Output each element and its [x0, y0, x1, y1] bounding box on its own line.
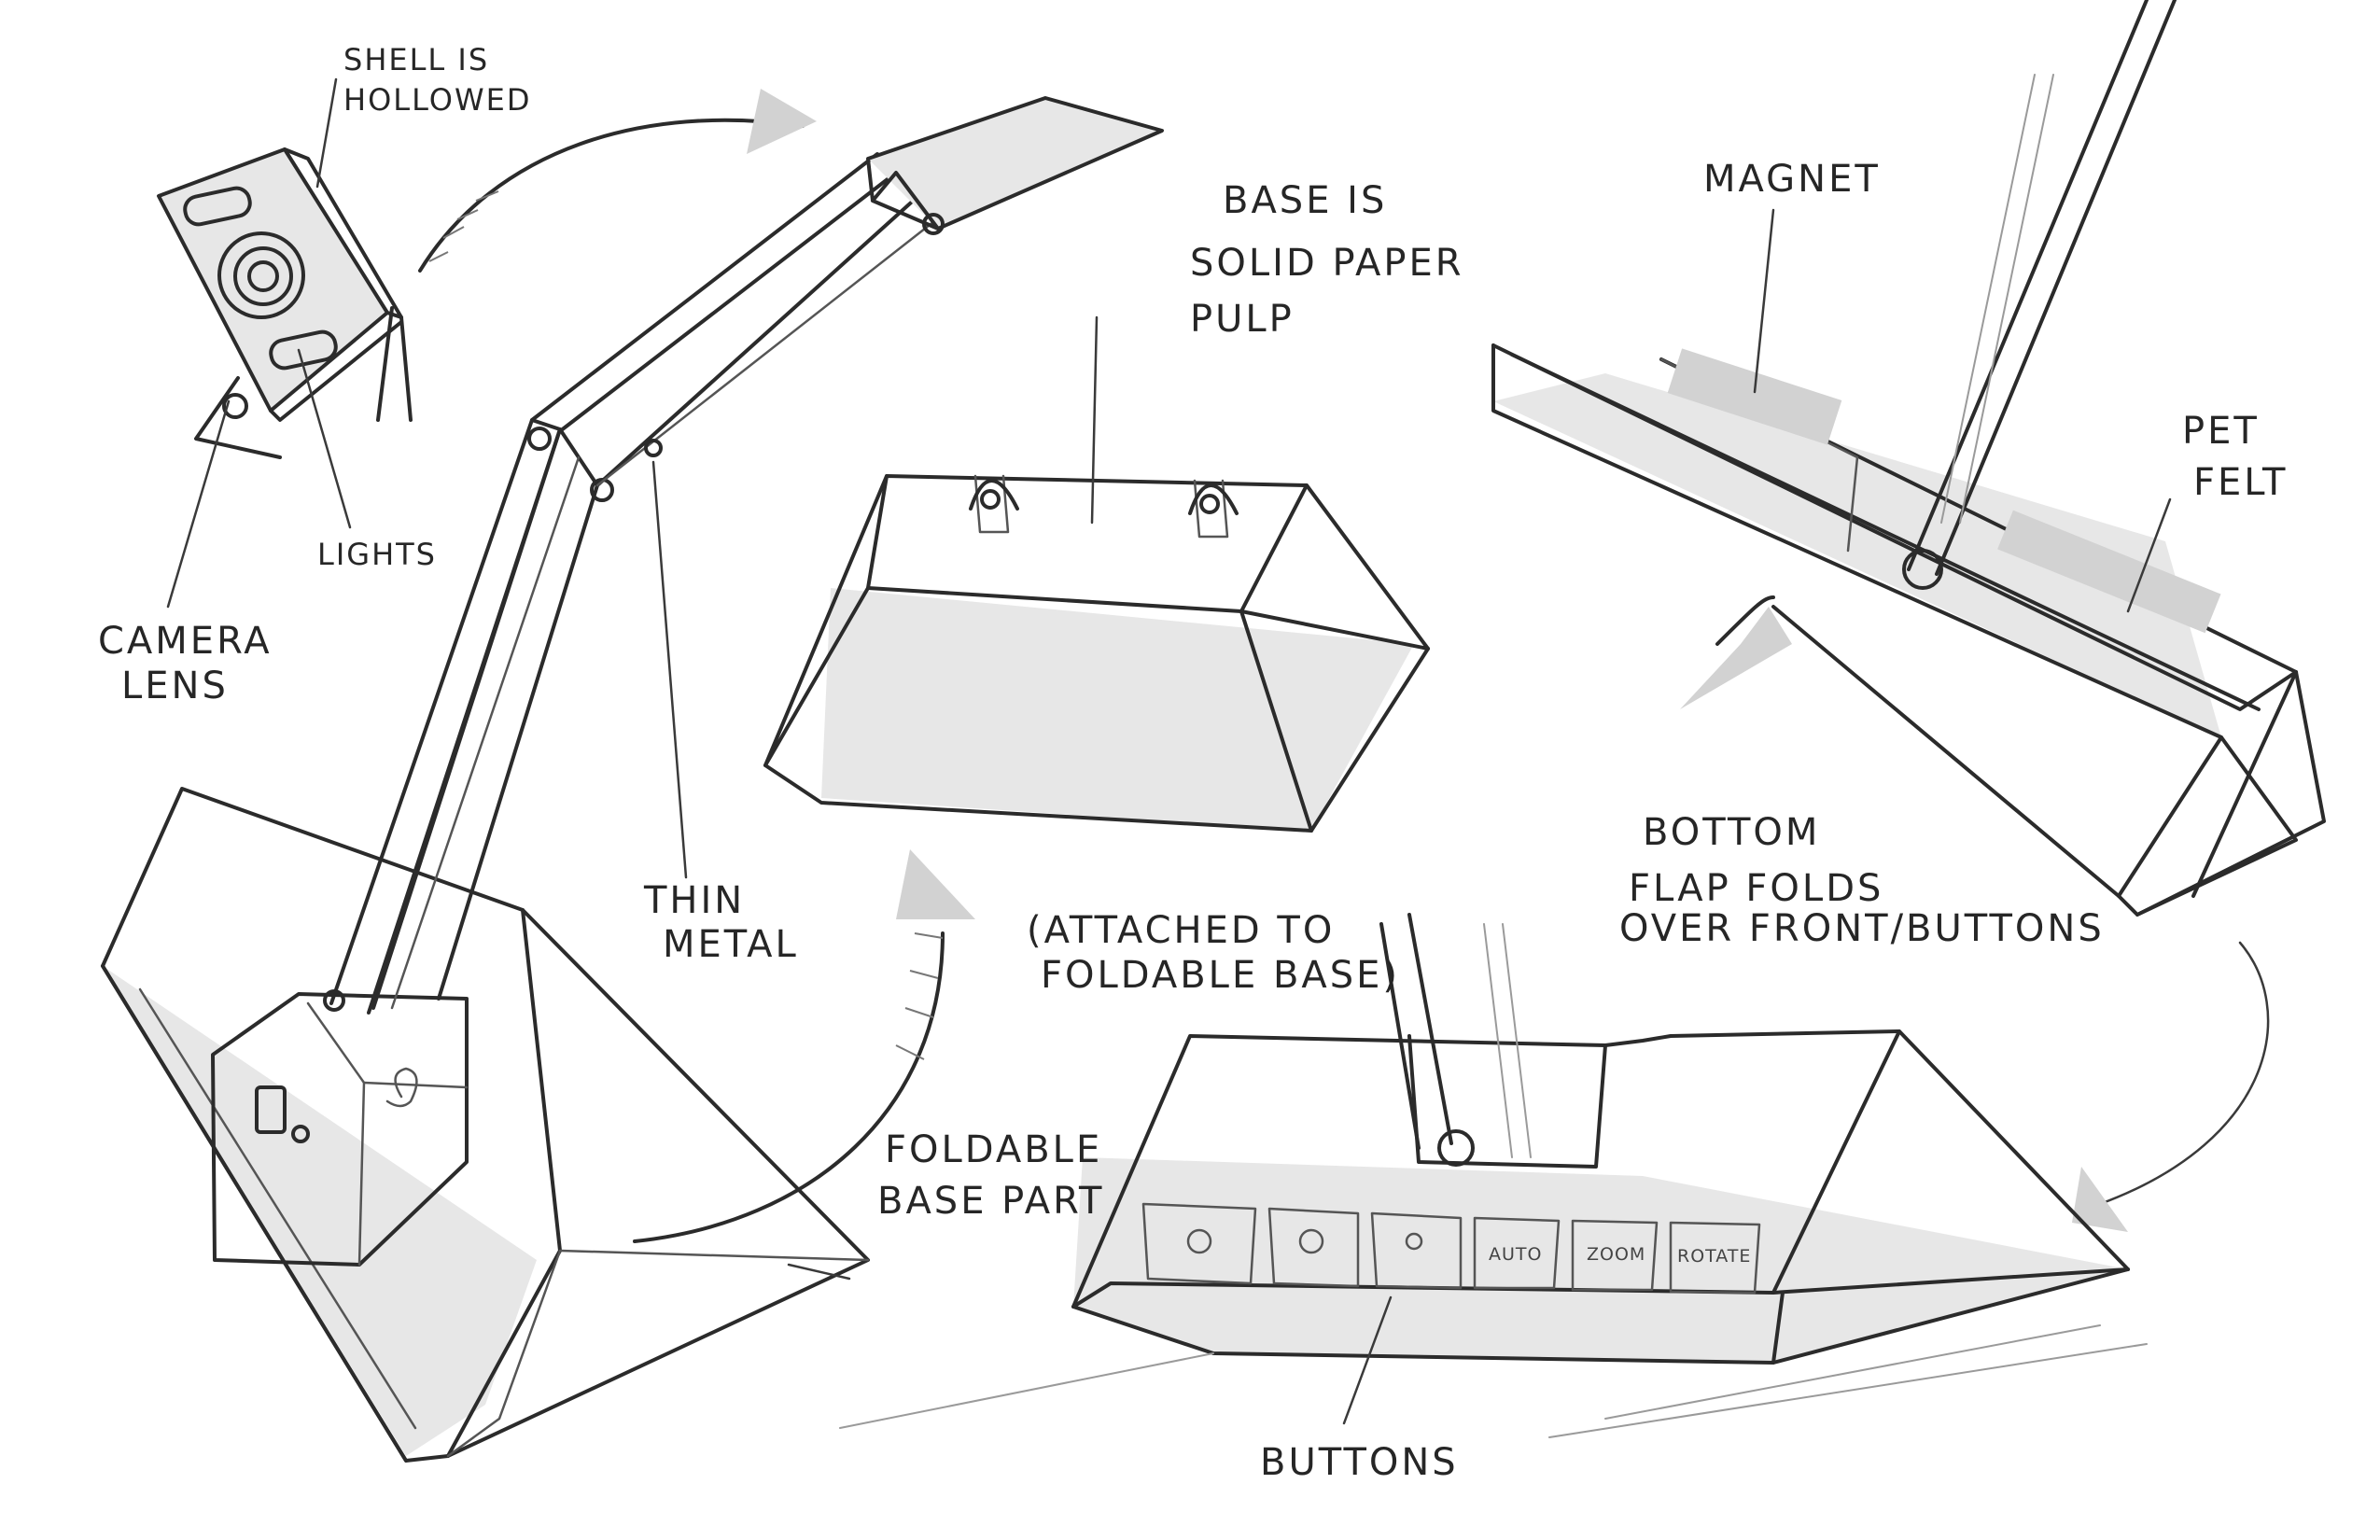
button-zoom[interactable]: [1571, 1219, 1659, 1292]
arrow-curve-bottom-right: [2098, 941, 2270, 1206]
arrowhead-top: [747, 89, 817, 154]
label-base-line2: SOLID PAPER: [1190, 242, 1464, 285]
label-shell-line1: SHELL IS: [343, 42, 489, 77]
label-base-line3: PULP: [1190, 298, 1295, 341]
button-label-rotate: ROTATE: [1677, 1246, 1751, 1267]
sun-icon: [1298, 1228, 1324, 1254]
tent-stand: [1491, 0, 2326, 917]
annotation-labels: SHELL IS HOLLOWED CAMERA LENS LIGHTS THI…: [98, 42, 2289, 1484]
label-attached-line2: FOLDABLE BASE): [1041, 954, 1400, 997]
button-label-auto: AUTO: [1489, 1244, 1542, 1265]
label-pet-felt-line1: PET: [2182, 410, 2260, 453]
arrowhead-right: [1680, 607, 1792, 709]
power-icon: [1186, 1228, 1212, 1254]
label-attached-line1: (ATTACHED TO: [1027, 909, 1335, 952]
arrowhead-center: [896, 849, 975, 919]
pulp-base: [763, 474, 1430, 833]
label-thin-metal-line1: THIN: [643, 879, 745, 922]
camera-head-detail: [157, 147, 413, 459]
label-base-line1: BASE IS: [1223, 179, 1387, 222]
label-shell-line2: HOLLOWED: [343, 82, 531, 118]
button-dim[interactable]: [1370, 1211, 1463, 1290]
arrow-curve-top: [418, 118, 805, 273]
label-lights: LIGHTS: [317, 537, 437, 572]
button-rotate[interactable]: [1669, 1221, 1761, 1295]
arrowhead-bottom-right: [2072, 1167, 2128, 1232]
label-thin-metal-line2: METAL: [663, 923, 799, 966]
label-foldable-line1: FOLDABLE: [885, 1128, 1102, 1171]
button-bright[interactable]: [1267, 1207, 1360, 1288]
label-buttons: BUTTONS: [1260, 1441, 1459, 1484]
label-bottom-flap-line2: FLAP FOLDS: [1629, 867, 1883, 910]
leader-lines: [166, 77, 2172, 1425]
label-pet-felt-line2: FELT: [2193, 461, 2289, 504]
document-camera-lamp: [101, 96, 1164, 1463]
arrow-hatch-center: [895, 932, 944, 1060]
label-bottom-flap-line3: OVER FRONT/BUTTONS: [1619, 907, 2105, 950]
label-camera-line1: CAMERA: [98, 620, 273, 663]
button-auto[interactable]: [1473, 1216, 1561, 1290]
arrow-hatch-top: [428, 190, 499, 262]
button-bar-base: [839, 913, 2148, 1438]
label-bottom-flap-line1: BOTTOM: [1643, 811, 1820, 854]
button-power[interactable]: [1141, 1202, 1257, 1285]
sun-small-icon: [1405, 1232, 1423, 1251]
control-buttons: AUTO ZOOM ROTATE: [1141, 1202, 1761, 1295]
arrow-curve-center: [633, 931, 945, 1243]
button-label-zoom: ZOOM: [1587, 1244, 1645, 1265]
label-camera-line2: LENS: [121, 665, 229, 707]
label-foldable-line2: BASE PART: [877, 1180, 1104, 1223]
label-magnet: MAGNET: [1703, 158, 1881, 201]
arrow-curve-right: [1715, 595, 1775, 646]
